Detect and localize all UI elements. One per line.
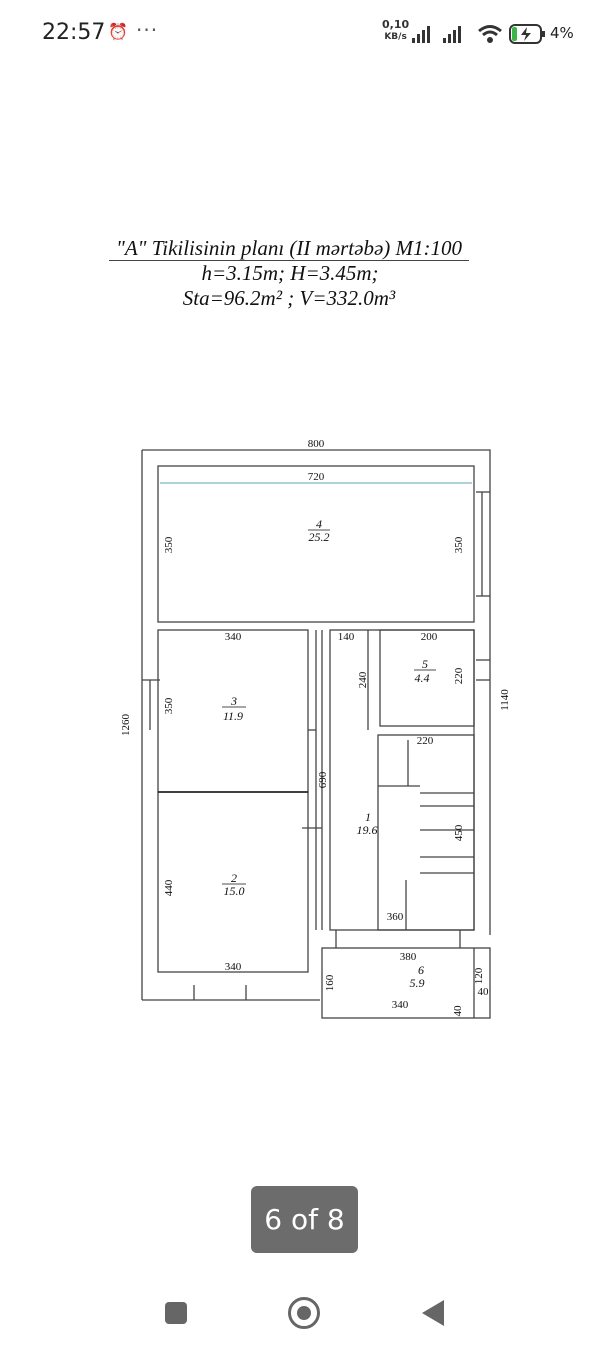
room-6-number: 6 — [418, 963, 424, 977]
home-circle-icon[interactable] — [288, 1297, 320, 1329]
dim-room4-left: 350 — [163, 536, 175, 553]
dim-room6-right-a: 120 — [473, 967, 485, 984]
plan-outer-wall — [142, 449, 491, 935]
dim-room1-bottom: 360 — [387, 911, 404, 923]
signal-icon — [443, 26, 461, 43]
dim-stair-top: 220 — [417, 735, 434, 747]
dim-room6-right-c: 40 — [478, 986, 490, 998]
back-triangle-icon[interactable] — [422, 1300, 444, 1326]
room-2-number: 2 — [231, 871, 237, 885]
plan-area-volume-info: Sta=96.2m² ; V=332.0m³ — [182, 286, 396, 310]
dim-room6-bottom: 340 — [392, 999, 409, 1011]
stair-outline — [377, 734, 475, 931]
page-indicator: 6 of 8 — [251, 1186, 358, 1253]
title-underline — [109, 260, 469, 261]
dim-corridor-top: 140 — [338, 631, 355, 643]
dim-room5-top: 200 — [421, 631, 438, 643]
room-2-area: 15.0 — [224, 884, 245, 898]
network-speed: 0,10 KB/s — [382, 19, 409, 43]
dim-room3-top: 340 — [225, 631, 242, 643]
room-4-area: 25.2 — [309, 530, 330, 544]
dim-room4-right: 350 — [453, 536, 465, 553]
room-5-number: 5 — [422, 657, 428, 671]
recents-square-icon[interactable] — [165, 1302, 187, 1324]
dim-room6-right-b: 40 — [452, 1005, 464, 1017]
battery-charging-icon — [509, 24, 545, 44]
room-3-area: 11.9 — [223, 709, 243, 723]
room-6-outline — [321, 947, 491, 1019]
plan-height-info: h=3.15m; H=3.45m; — [201, 261, 379, 285]
dim-left-overall: 1260 — [120, 714, 132, 737]
dim-right-overall: 1140 — [499, 689, 511, 711]
dim-room6-top: 380 — [400, 951, 417, 963]
room-1-number: 1 — [365, 810, 371, 824]
battery-percent: 4% — [550, 24, 574, 42]
dim-corridor-height: 690 — [317, 771, 329, 788]
dim-top-overall: 800 — [308, 438, 325, 450]
network-speed-unit: KB/s — [384, 32, 407, 42]
dim-room3-left: 350 — [163, 697, 175, 714]
room-4-outline — [157, 465, 475, 623]
network-speed-value: 0,10 — [382, 18, 410, 31]
alarm-clock-icon: ⏰ — [108, 22, 128, 41]
status-time: 22:57 — [42, 20, 106, 45]
dim-room2-left: 440 — [163, 879, 175, 896]
dim-room6-left: 160 — [324, 974, 336, 991]
dim-room2-bottom: 340 — [225, 961, 242, 973]
status-bar: 22:57 ⏰ ··· 0,10 KB/s 4% — [0, 0, 610, 70]
room-5-outline — [379, 629, 475, 727]
room-1-area: 19.6 — [357, 823, 378, 837]
system-nav-bar — [0, 1285, 610, 1345]
room-6-area: 5.9 — [410, 976, 425, 990]
wifi-icon — [478, 25, 502, 43]
more-notifications: ··· — [136, 18, 159, 42]
dim-room5-right: 220 — [453, 667, 465, 684]
dim-top-inner: 720 — [308, 471, 325, 483]
room-3-number: 3 — [230, 694, 237, 708]
dim-room5-left: 240 — [357, 671, 369, 688]
room-5-area: 4.4 — [415, 671, 430, 685]
plan-title: "A" Tikilisinin planı (II mərtəbə) M1:10… — [116, 236, 462, 260]
signal-icon — [412, 26, 430, 43]
room-4-number: 4 — [316, 517, 322, 531]
dim-stair-right: 450 — [453, 824, 465, 841]
